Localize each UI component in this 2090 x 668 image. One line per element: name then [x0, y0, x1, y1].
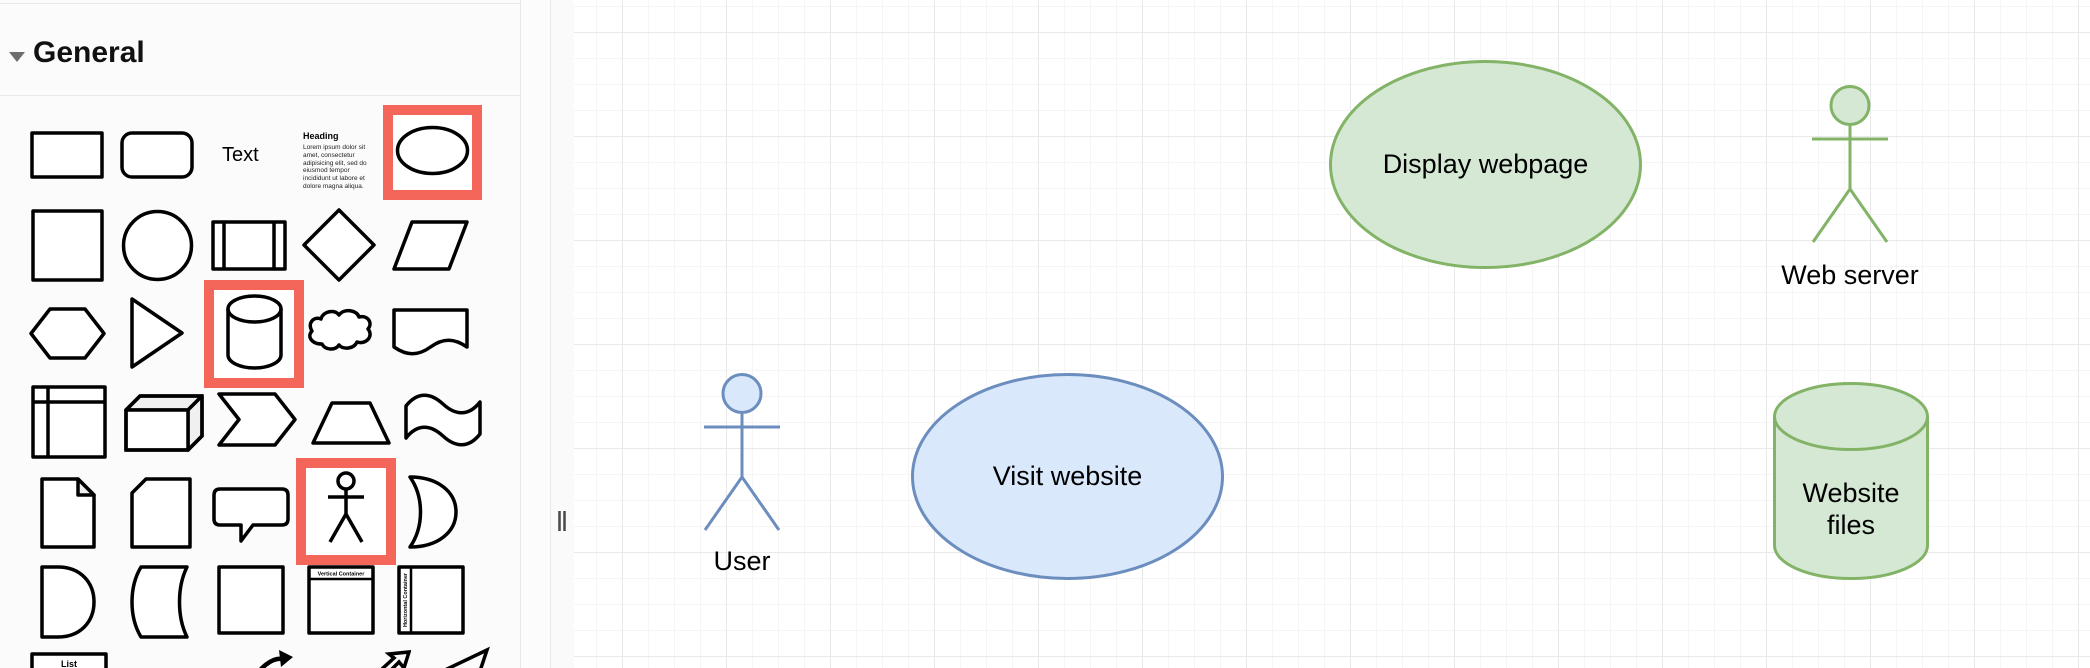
palette-shape-heading[interactable]: Heading Lorem ipsum dolor sit amet, cons…: [303, 131, 377, 191]
node-label: User: [713, 546, 771, 577]
ellipse-shape: [911, 373, 1224, 580]
palette-shape-cloud[interactable]: [305, 308, 373, 354]
cylinder-shape: [1773, 382, 1929, 580]
palette-shape-circle[interactable]: [121, 209, 194, 282]
node-visit-website[interactable]: Visit website: [911, 373, 1224, 580]
palette-shape-rounded-rectangle[interactable]: [120, 131, 194, 179]
palette-shape-card[interactable]: [130, 477, 192, 549]
node-website-files[interactable]: Website files: [1773, 382, 1929, 580]
palette-shape-or[interactable]: [402, 475, 460, 549]
section-header-general[interactable]: General: [0, 10, 520, 94]
palette-shape-hexagon[interactable]: [29, 307, 106, 360]
node-label: Web server: [1781, 260, 1919, 291]
diagram-canvas[interactable]: Display webpage Web server User Visit we…: [574, 0, 2090, 668]
text-thumb-label: Text: [222, 144, 259, 166]
palette-shape-triangle[interactable]: [130, 297, 184, 369]
palette-shape-actor[interactable]: [325, 470, 367, 553]
vertical-container-label: Vertical Container: [318, 572, 366, 578]
chevron-down-icon: [9, 52, 25, 62]
palette-shape-callout[interactable]: [212, 487, 290, 543]
section-title: General: [33, 36, 145, 69]
palette-shape-note[interactable]: [40, 477, 96, 549]
highlight-box-actor: [296, 458, 396, 565]
grip-bar: [563, 511, 566, 531]
horizontal-container-label: Horizontal Container: [403, 572, 409, 627]
palette-shape-square[interactable]: [31, 209, 104, 282]
highlight-box-cylinder: [204, 280, 304, 388]
palette-shape-bidirectional-arrow[interactable]: [363, 650, 411, 668]
node-user[interactable]: User: [703, 373, 781, 576]
palette-shape-vertical-container[interactable]: Vertical Container: [307, 565, 375, 635]
palette-shape-trapezoid[interactable]: [311, 401, 391, 445]
palette-shape-horizontal-container[interactable]: Horizontal Container: [397, 565, 465, 635]
palette-shape-curve[interactable]: [243, 648, 295, 668]
palette-shape-document[interactable]: [392, 308, 469, 359]
palette-shape-cylinder[interactable]: [225, 293, 283, 376]
palette-shape-data-storage[interactable]: [125, 565, 189, 639]
palette-shape-diamond[interactable]: [302, 208, 376, 282]
palette-shape-text[interactable]: Text: [222, 144, 259, 167]
ellipse-shape: [1329, 60, 1642, 269]
node-display-webpage[interactable]: Display webpage: [1329, 60, 1642, 269]
shape-palette-sidebar: General Text Heading Lorem ipsum dolor s…: [0, 0, 520, 668]
palette-shape-step[interactable]: [217, 392, 297, 447]
heading-thumb-title: Heading: [303, 131, 339, 141]
actor-shape: [1811, 85, 1889, 243]
node-web-server[interactable]: Web server: [1781, 85, 1919, 290]
panel-splitter[interactable]: [551, 0, 574, 668]
splitter-grip-icon[interactable]: [558, 511, 567, 531]
sidebar-scrollbar-track[interactable]: [520, 0, 1068, 668]
sidebar-top-divider: [0, 3, 520, 4]
list-label: List: [61, 659, 77, 668]
palette-shape-process[interactable]: [211, 220, 287, 271]
palette-shape-tape[interactable]: [404, 388, 482, 452]
palette-shape-and[interactable]: [40, 565, 96, 639]
palette-shape-parallelogram[interactable]: [392, 220, 469, 271]
heading-thumb-body: Lorem ipsum dolor sit amet, consectetur …: [303, 144, 367, 190]
palette-shape-list[interactable]: List: [30, 652, 108, 668]
palette-shape-rectangle[interactable]: [30, 131, 104, 179]
palette-shape-arrow[interactable]: [441, 646, 491, 668]
palette-shape-container[interactable]: [217, 565, 285, 635]
actor-shape: [703, 373, 781, 531]
palette-shape-internal-storage[interactable]: [31, 385, 107, 459]
grip-bar: [558, 511, 561, 531]
palette-shape-ellipse[interactable]: [395, 125, 470, 181]
section-divider: [0, 95, 520, 96]
highlight-box-ellipse: [383, 105, 482, 200]
palette-shape-cube[interactable]: [124, 394, 204, 452]
